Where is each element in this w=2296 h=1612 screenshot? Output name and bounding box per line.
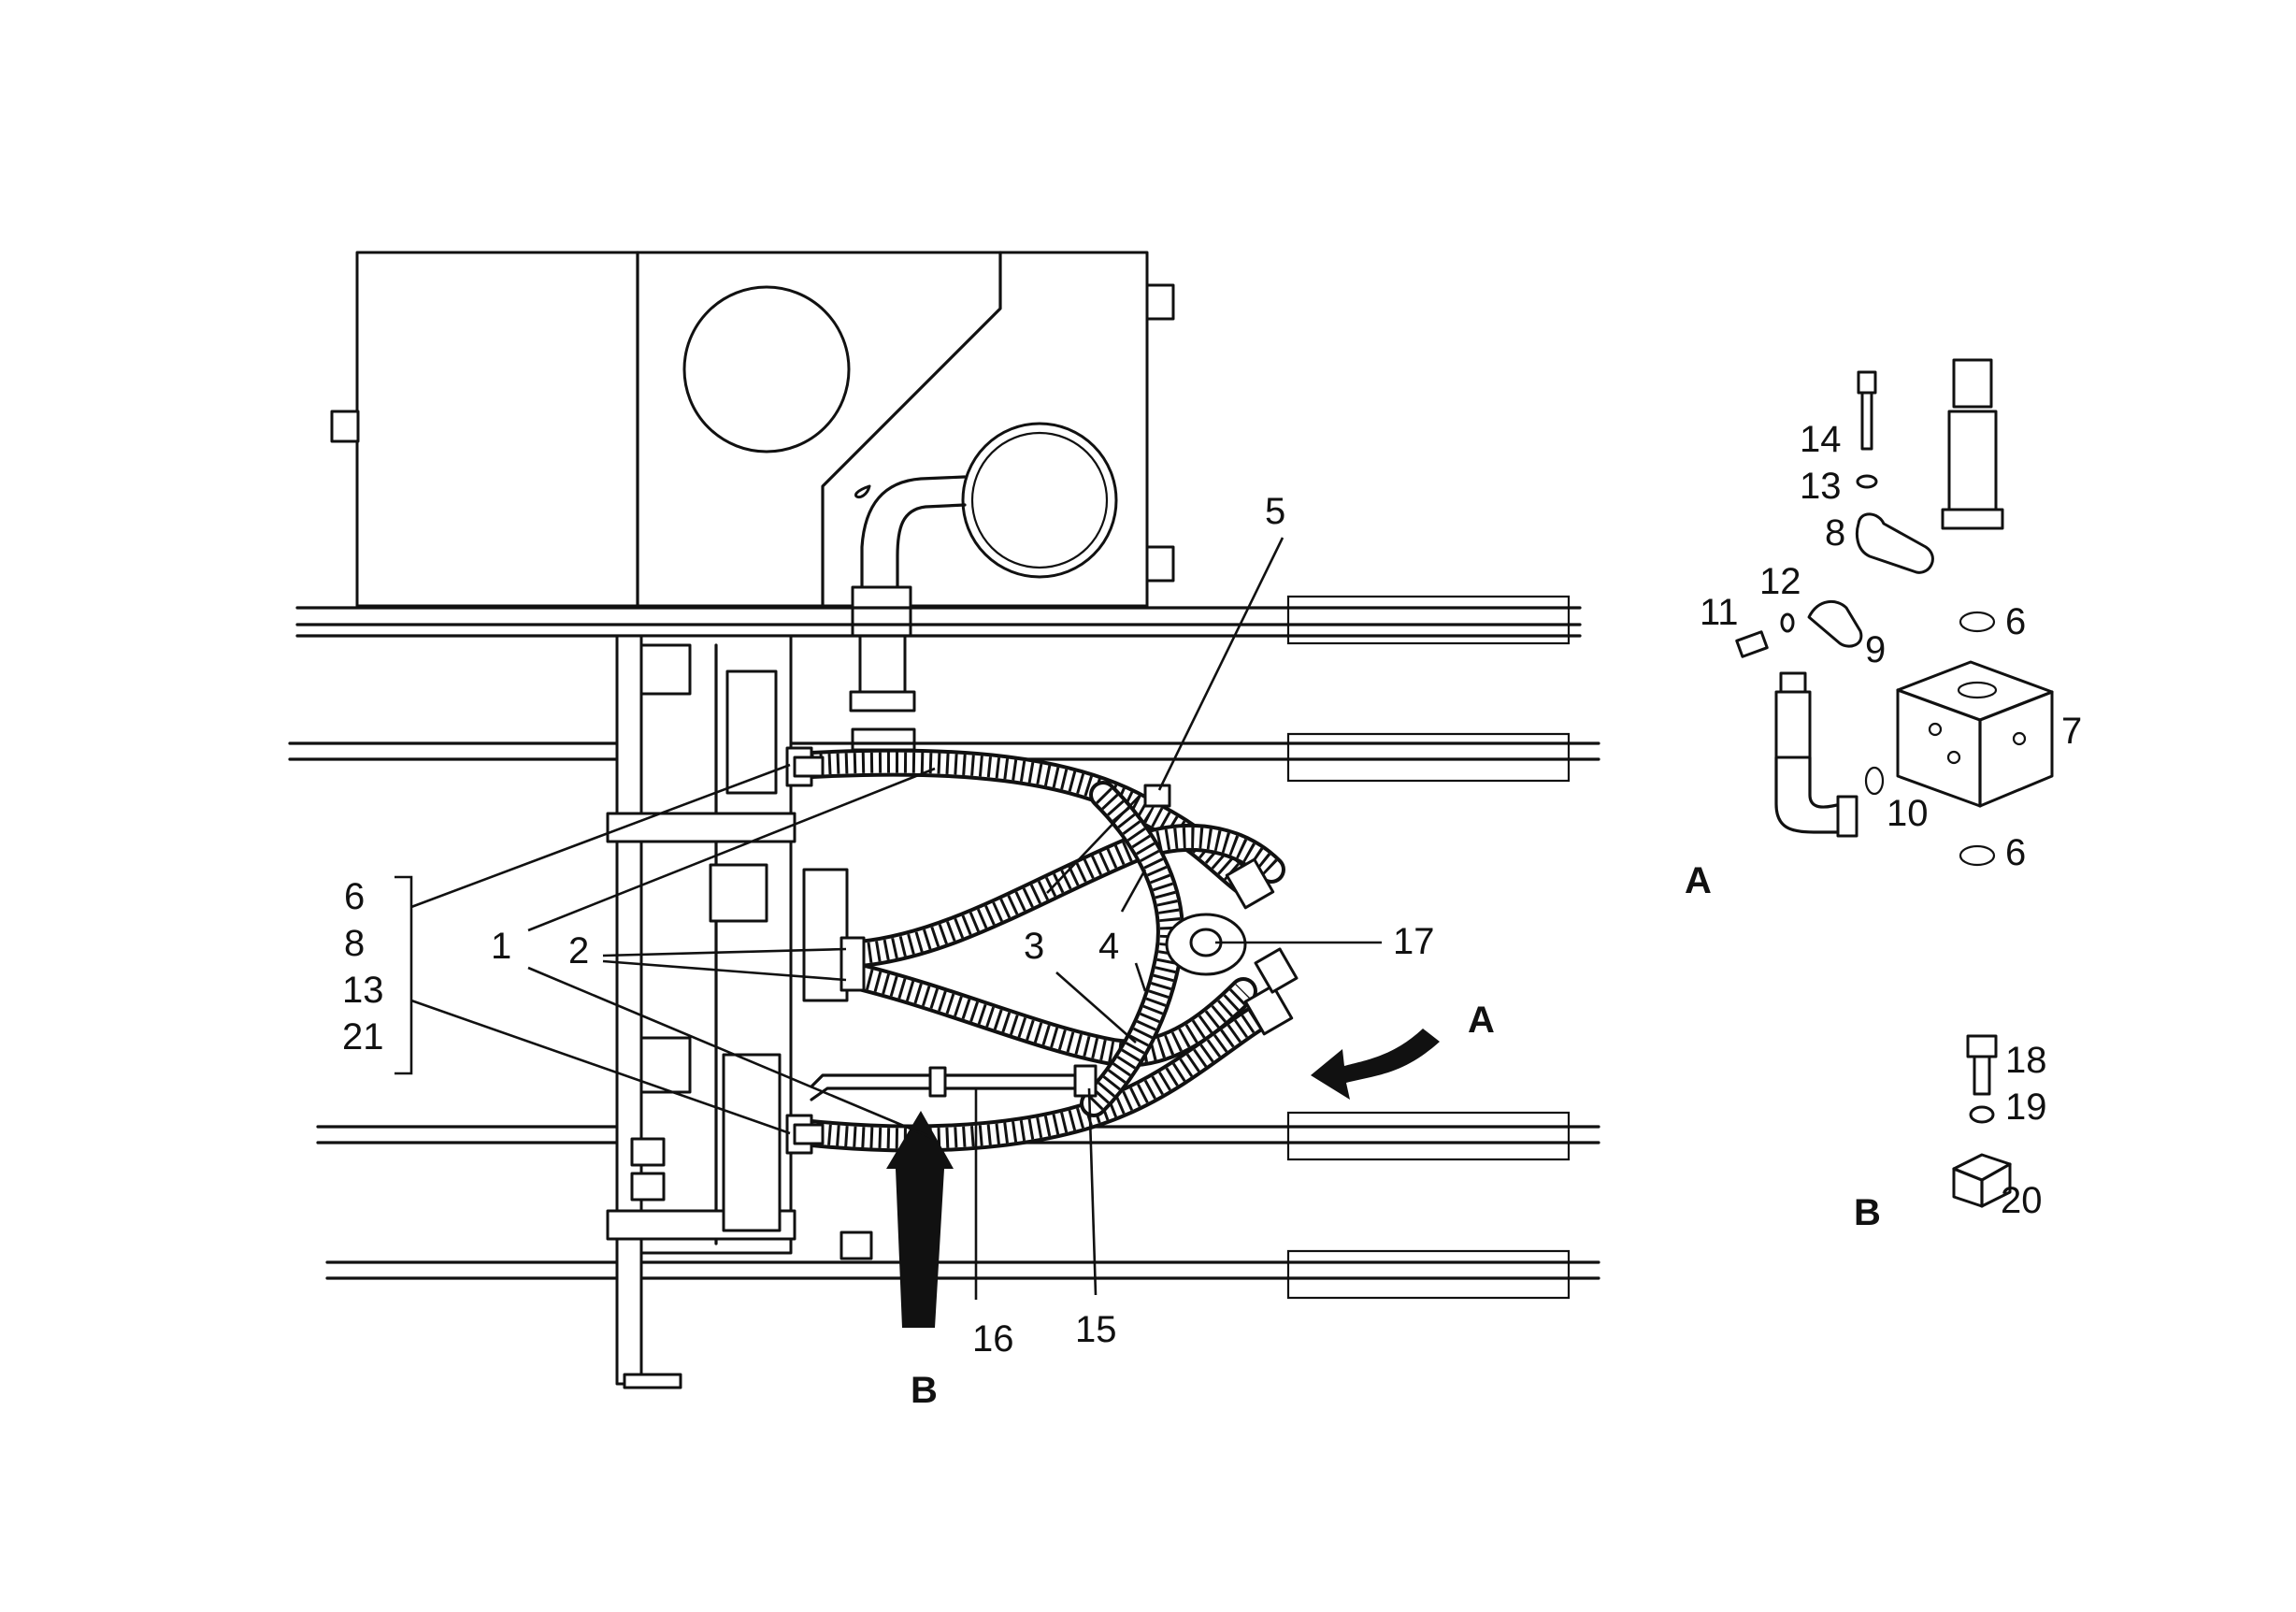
chassis-rails: [288, 595, 1600, 1300]
detail-a-callout-12: 12: [1759, 561, 1801, 602]
view-b-arrow: [886, 1111, 954, 1328]
detail-b-callout-18: 18: [2005, 1040, 2047, 1081]
main-housing: [330, 251, 1175, 752]
view-a-arrow-label: A: [1468, 1000, 1495, 1041]
callout-17: 17: [1393, 921, 1435, 962]
view-b-arrow-label: B: [911, 1370, 938, 1411]
callout-5: 5: [1265, 491, 1285, 532]
detail-a-callout-6-bottom: 6: [2005, 832, 2026, 873]
view-a-arrow: [1311, 1029, 1440, 1100]
detail-a-callout-13: 13: [1800, 466, 1842, 507]
detail-a-callout-11: 11: [1700, 592, 1739, 633]
detail-b-callout-20: 20: [2001, 1180, 2043, 1221]
callout-4: 4: [1098, 926, 1119, 967]
callout-2: 2: [568, 930, 589, 972]
detail-b-title: B: [1854, 1192, 1881, 1233]
callout-3: 3: [1024, 926, 1044, 967]
vertical-frame: [606, 634, 873, 1389]
detail-a-title: A: [1685, 860, 1712, 901]
detail-b-callout-19: 19: [2005, 1087, 2047, 1128]
detail-a-callout-8: 8: [1825, 512, 1845, 554]
detail-a-callout-10: 10: [1887, 793, 1929, 834]
detail-b: [1952, 1034, 2012, 1208]
detail-a-callout-9: 9: [1865, 629, 1886, 670]
bracket-callout-6: 6: [344, 876, 365, 917]
callout-1: 1: [491, 926, 511, 967]
leader-lines: [395, 537, 1382, 1300]
detail-a-callout-7: 7: [2061, 711, 2082, 752]
hose-fittings: [785, 746, 1299, 1155]
detail-a: [1735, 358, 2054, 867]
bracket-callout-13: 13: [342, 970, 384, 1011]
callout-15: 15: [1075, 1309, 1117, 1350]
swivel-joint: [1165, 913, 1247, 976]
callout-16: 16: [972, 1318, 1014, 1360]
bracket-callout-21: 21: [342, 1016, 384, 1058]
bracket-callout-8: 8: [344, 923, 365, 964]
detail-a-callout-6-top: 6: [2005, 601, 2026, 642]
detail-a-callout-14: 14: [1800, 419, 1842, 460]
hydraulic-hoses: [797, 748, 1285, 1153]
